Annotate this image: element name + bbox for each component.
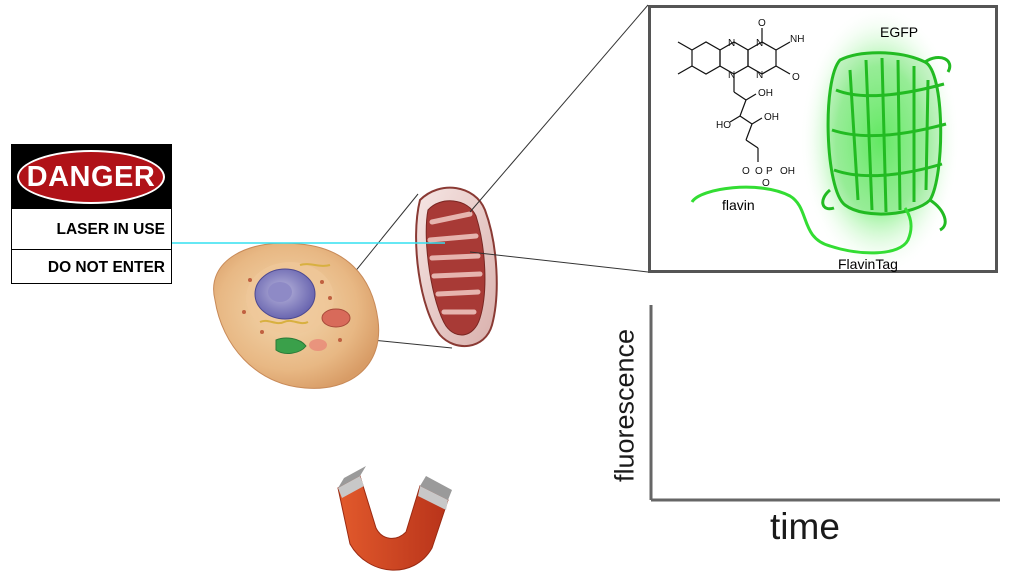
flavintag-label: FlavinTag xyxy=(838,256,898,272)
atom-o2: O xyxy=(792,72,800,83)
do-not-enter-text: DO NOT ENTER xyxy=(47,259,165,276)
flavintag-linker xyxy=(690,185,913,255)
atom-o1: O xyxy=(758,18,766,29)
inset-frame xyxy=(648,5,998,273)
flavin-structure-icon xyxy=(677,28,791,162)
danger-oval: DANGER xyxy=(17,150,165,204)
cell-illustration xyxy=(213,242,380,389)
atom-ho: HO xyxy=(716,120,731,131)
plot-axes xyxy=(649,305,1000,502)
danger-header: DANGER xyxy=(12,145,171,209)
atom-o4: O xyxy=(742,166,750,177)
atom-oh1: OH xyxy=(758,88,773,99)
flavin-label: flavin xyxy=(722,197,755,213)
atom-nh: NH xyxy=(790,34,804,45)
atom-n4: N xyxy=(756,70,763,81)
laser-warning-text: LASER IN USE xyxy=(56,221,165,238)
atom-o3: O xyxy=(755,166,763,177)
atom-p: P xyxy=(766,166,773,177)
zoom-line-inset-lower xyxy=(469,251,649,273)
magnet-icon xyxy=(337,466,452,571)
atom-oh2: OH xyxy=(764,112,779,123)
egfp-label: EGFP xyxy=(880,24,919,40)
flavin-atom-labels: N N N N O O NH OH OH HO O P O O OH xyxy=(716,18,804,189)
zoom-line-inset-upper xyxy=(469,4,649,213)
egfp-structure-icon xyxy=(821,51,952,232)
atom-o5: O xyxy=(762,178,770,189)
plot-x-axis-label: time xyxy=(770,506,840,547)
atom-n3: N xyxy=(756,38,763,49)
danger-sign: DANGER LASER IN USE DO NOT ENTER xyxy=(11,144,172,284)
atom-n1: N xyxy=(728,38,735,49)
danger-title: DANGER xyxy=(26,160,156,193)
plot-y-axis-label: fluorescence xyxy=(609,328,640,483)
sign-divider xyxy=(12,249,171,250)
mitochondrion-illustration xyxy=(415,186,498,348)
atom-n2: N xyxy=(728,70,735,81)
atom-oh3: OH xyxy=(780,166,795,177)
